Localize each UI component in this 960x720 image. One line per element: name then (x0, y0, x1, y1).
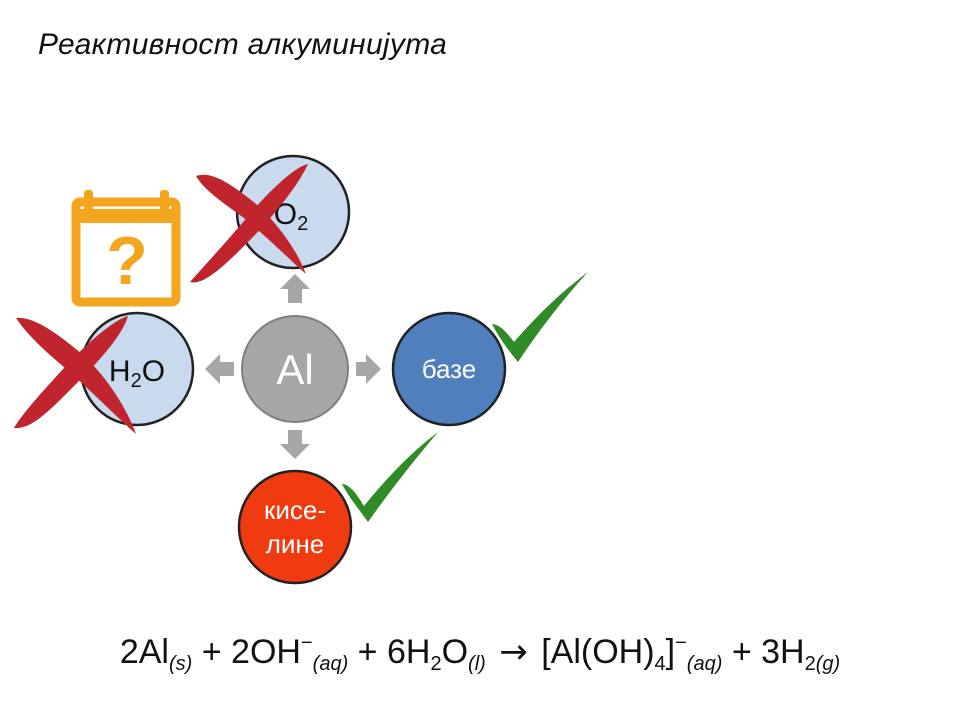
acids-label-line1: кисе- (264, 495, 326, 525)
check-icon-bases (492, 272, 588, 362)
eq-term-complex: [Al(OH) (541, 633, 655, 671)
eq-sub-complex: 4 (654, 653, 666, 675)
eq-charge-complex: − (675, 632, 687, 654)
reaction-equation: 2Al(s) + 2OH−(aq) + 6H2O(l) → [Al(OH)4]−… (0, 632, 960, 675)
eq-term-water-o: O (441, 633, 469, 671)
svg-text:H2O: H2O (109, 355, 165, 392)
arrow-up-icon (280, 274, 310, 303)
check-icon-acids (342, 432, 438, 522)
bases-node: базе (391, 311, 507, 427)
eq-term-bracket: ] (665, 633, 676, 671)
eq-charge-oh: − (300, 632, 313, 654)
arrow-left-icon (205, 354, 234, 384)
acids-node: кисе- лине (237, 469, 353, 585)
water-subscript: 2 (131, 370, 142, 392)
eq-arrow: → (499, 632, 528, 672)
question-mark: ? (106, 223, 148, 299)
eq-sub-hydrogen: 2 (804, 653, 816, 675)
eq-sub-water: 2 (430, 653, 442, 675)
question-calendar-icon: ? (71, 190, 181, 307)
arrows (205, 274, 381, 459)
bases-label: базе (422, 354, 477, 384)
eq-state-aq2: (aq) (686, 653, 723, 675)
eq-state-solid: (s) (168, 653, 193, 675)
oxygen-subscript: 2 (297, 213, 308, 235)
eq-state-gas: (g) (815, 653, 841, 675)
eq-term-hydrogen: + 3H (722, 633, 805, 671)
cross-icon-oxygen (190, 164, 308, 283)
eq-term-al: 2Al (119, 633, 169, 671)
eq-state-aq1: (aq) (312, 653, 349, 675)
water-node: H2O (79, 311, 195, 427)
aluminium-label: Al (276, 346, 313, 393)
water-label-o: O (142, 355, 165, 388)
cross-icon-water (14, 316, 136, 434)
arrow-right-icon (356, 354, 381, 384)
eq-term-oh: + 2OH (192, 633, 301, 671)
slide-title: Реактивност алкуминијута (38, 28, 448, 61)
aluminium-node: Al (241, 315, 349, 423)
reactivity-diagram: ? O2 H2O Al базе кисе- лине (14, 154, 588, 585)
arrow-down-icon (280, 430, 310, 459)
acids-label-line2: лине (266, 529, 325, 559)
water-label-h: H (109, 355, 131, 388)
eq-state-liquid: (l) (468, 653, 486, 675)
eq-term-water: + 6H (348, 633, 431, 671)
